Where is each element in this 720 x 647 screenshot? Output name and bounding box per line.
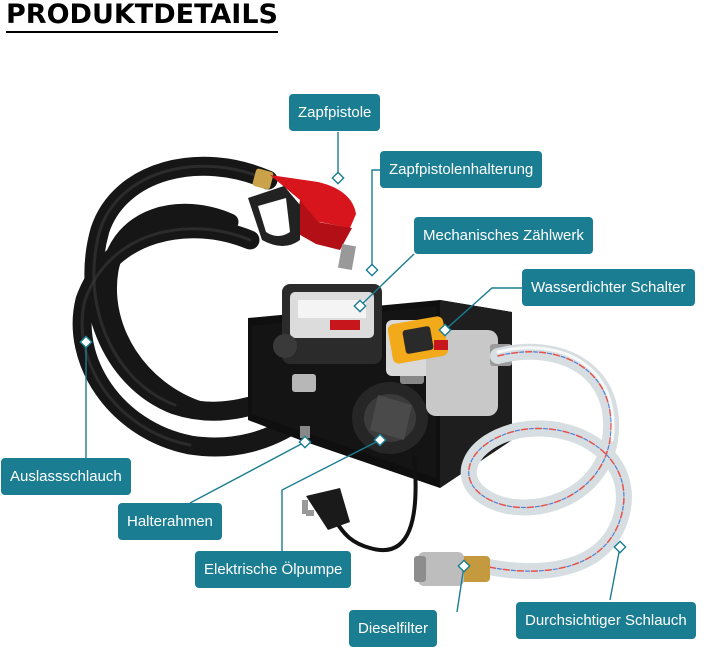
- callout-auslassschlauch: Auslassschlauch: [1, 458, 131, 495]
- page-title: PRODUKTDETAILS: [6, 0, 278, 33]
- callout-wasserdichter-schalter: Wasserdichter Schalter: [522, 269, 695, 306]
- diesel-filter-image: [414, 552, 490, 586]
- clear-hose-image: [460, 343, 632, 580]
- callout-halterahmen: Halterahmen: [118, 503, 222, 540]
- callout-dieselfilter: Dieselfilter: [349, 610, 438, 647]
- callout-mechanisches-zaehlwerk: Mechanisches Zählwerk: [414, 217, 593, 254]
- leader-dots: [79, 171, 627, 573]
- discharge-hose-image: [72, 156, 310, 457]
- power-plug-image: [302, 454, 418, 552]
- callout-durchsichtiger-schlauch: Durchsichtiger Schlauch: [516, 602, 696, 639]
- fuel-nozzle-image: [248, 168, 356, 271]
- callout-zapfpistolenhalterung: Zapfpistolenhalterung: [380, 151, 543, 188]
- pump-unit-image: [248, 284, 512, 488]
- callout-elektrische-oelpumpe: Elektrische Ölpumpe: [195, 551, 352, 588]
- callout-zapfpistole: Zapfpistole: [289, 94, 381, 131]
- leader-lines: [85, 132, 621, 613]
